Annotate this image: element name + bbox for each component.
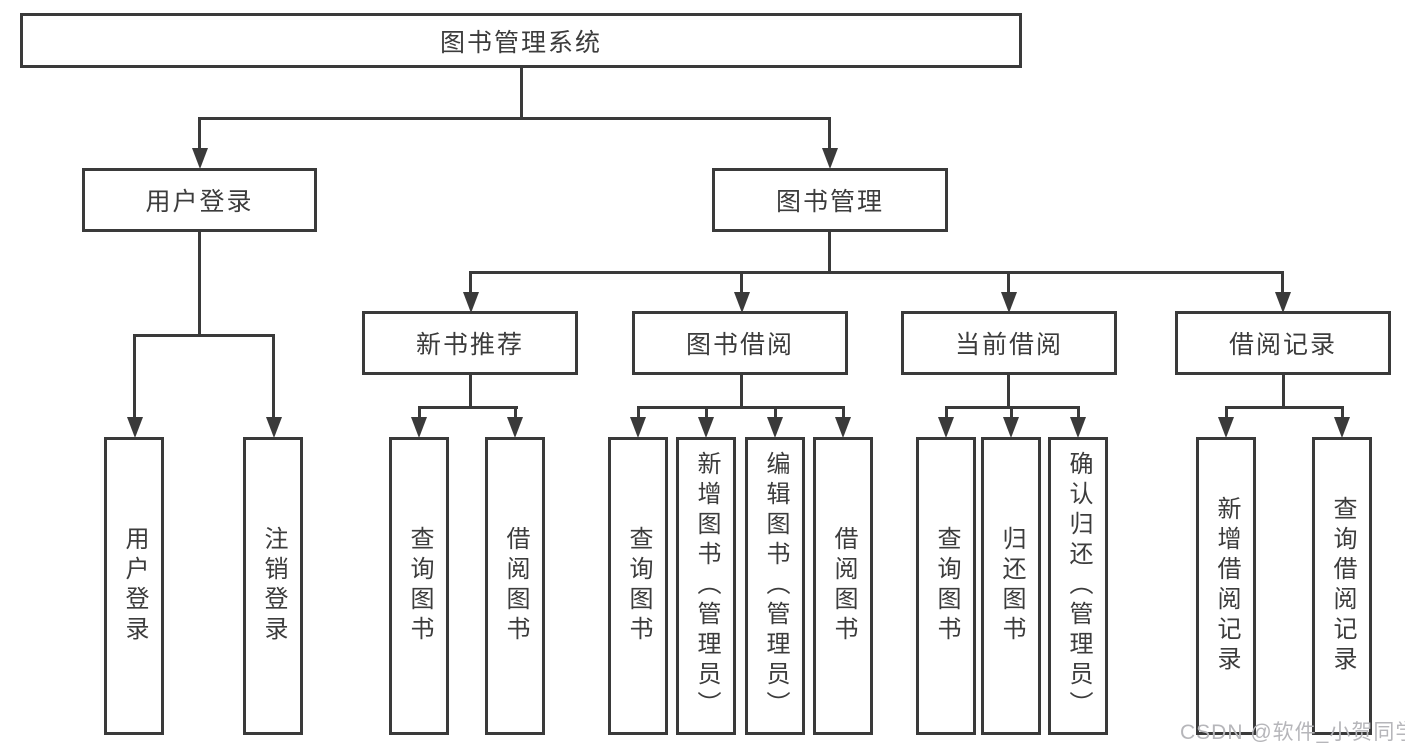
connector-line <box>1007 271 1010 295</box>
connector-line <box>637 406 845 409</box>
connector-line <box>842 406 845 419</box>
arrowhead-down <box>835 417 851 438</box>
connector-line <box>198 117 201 150</box>
leaf-user-login: 用户登录 <box>104 437 164 735</box>
leaf-add-borrow-record: 新增借阅记录 <box>1196 437 1256 735</box>
connector-line <box>1010 406 1013 419</box>
connector-line <box>1007 373 1010 408</box>
leaf-query-borrow-record: 查询借阅记录 <box>1312 437 1372 735</box>
connector-line <box>1077 406 1080 419</box>
node-book-management: 图书管理 <box>712 168 948 232</box>
node-book-borrow: 图书借阅 <box>632 311 848 375</box>
node-current-borrow: 当前借阅 <box>901 311 1117 375</box>
arrowhead-down <box>734 292 750 313</box>
connector-line <box>740 271 743 295</box>
arrowhead-down <box>698 417 714 438</box>
connector-line <box>1225 406 1228 419</box>
leaf-borrow-books-recommend: 借阅图书 <box>485 437 545 735</box>
arrowhead-down <box>1070 417 1086 438</box>
arrowhead-down <box>411 417 427 438</box>
node-borrow-records: 借阅记录 <box>1175 311 1391 375</box>
leaf-logout: 注销登录 <box>243 437 303 735</box>
node-new-book-recommend: 新书推荐 <box>362 311 578 375</box>
arrowhead-down <box>938 417 954 438</box>
connector-line <box>637 406 640 419</box>
leaf-confirm-return-admin: 确认归还（管理员） <box>1048 437 1108 735</box>
connector-line <box>774 406 777 419</box>
connector-line <box>418 406 421 419</box>
connector-line <box>514 406 517 419</box>
leaf-query-books-current: 查询图书 <box>916 437 976 735</box>
arrowhead-down <box>1275 292 1291 313</box>
leaf-query-books-borrow: 查询图书 <box>608 437 668 735</box>
leaf-query-books-recommend: 查询图书 <box>389 437 449 735</box>
leaf-return-book: 归还图书 <box>981 437 1041 735</box>
arrowhead-down <box>127 417 143 438</box>
arrowhead-down <box>192 148 208 169</box>
connector-line <box>828 230 831 273</box>
connector-line <box>272 334 275 419</box>
arrowhead-down <box>463 292 479 313</box>
connector-line <box>945 406 948 419</box>
connector-line <box>469 271 1284 274</box>
arrowhead-down <box>1001 292 1017 313</box>
arrowhead-down <box>767 417 783 438</box>
connector-line <box>418 406 518 409</box>
connector-line <box>469 271 472 295</box>
connector-line <box>1341 406 1344 419</box>
arrowhead-down <box>630 417 646 438</box>
connector-line <box>1282 373 1285 408</box>
connector-line <box>198 230 201 336</box>
connector-line <box>828 117 831 150</box>
connector-line <box>705 406 708 419</box>
connector-line <box>520 66 523 119</box>
arrowhead-down <box>266 417 282 438</box>
connector-line <box>1281 271 1284 295</box>
arrowhead-down <box>1334 417 1350 438</box>
connector-line <box>469 373 472 408</box>
connector-line <box>1225 406 1344 409</box>
leaf-borrow-books: 借阅图书 <box>813 437 873 735</box>
arrowhead-down <box>507 417 523 438</box>
connector-line <box>198 117 831 120</box>
leaf-add-book-admin: 新增图书（管理员） <box>676 437 736 735</box>
connector-line <box>133 334 275 337</box>
connector-line <box>133 334 136 419</box>
node-user-login: 用户登录 <box>82 168 317 232</box>
node-library-system: 图书管理系统 <box>20 13 1022 68</box>
leaf-edit-book-admin: 编辑图书（管理员） <box>745 437 805 735</box>
arrowhead-down <box>1003 417 1019 438</box>
csdn-watermark: CSDN @软件_小贺同学 <box>1180 721 1405 744</box>
arrowhead-down <box>822 148 838 169</box>
arrowhead-down <box>1218 417 1234 438</box>
connector-line <box>740 373 743 408</box>
